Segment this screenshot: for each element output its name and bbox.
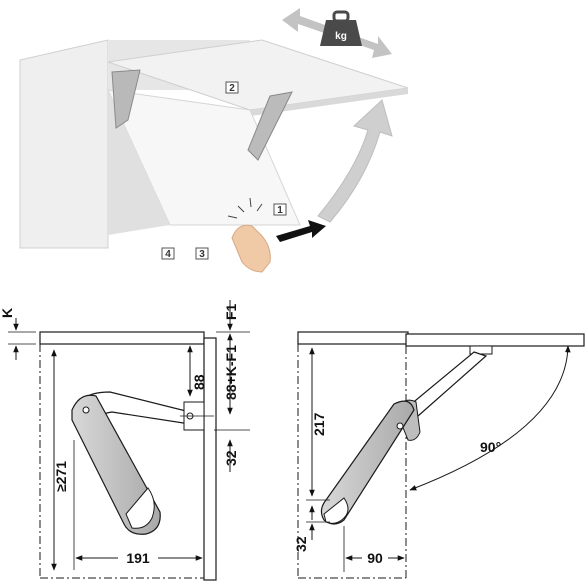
right-dimension-drawing bbox=[297, 331, 585, 579]
dim-217: 217 bbox=[311, 412, 327, 436]
dim-90: 90 bbox=[367, 550, 383, 566]
left-hinge bbox=[111, 69, 141, 129]
cabinet-top-panel bbox=[39, 331, 205, 345]
left-dimension-drawing bbox=[8, 300, 250, 581]
callout-3: 3 bbox=[199, 249, 205, 260]
dim-angle-90: 90° bbox=[480, 439, 501, 455]
callout-1: 1 bbox=[277, 205, 283, 216]
dim-88: 88 bbox=[191, 374, 207, 390]
hinge-body-right bbox=[320, 400, 415, 525]
dim-k: K bbox=[0, 308, 15, 318]
flap-edge bbox=[250, 88, 408, 116]
cabinet-inner-side bbox=[108, 90, 170, 235]
flap-panel bbox=[203, 337, 217, 581]
open-flap-panel bbox=[405, 333, 585, 347]
weight-icon bbox=[320, 20, 362, 46]
right-hinge bbox=[247, 91, 293, 161]
touch-marks bbox=[227, 197, 263, 219]
dim-88-k-f1: 88+K-F1 bbox=[223, 345, 239, 400]
dim-271: ≥271 bbox=[53, 461, 69, 492]
callout-4: 4 bbox=[165, 249, 171, 260]
left-dimension-labels: K F1 88 88+K-F1 32 ≥271 191 bbox=[0, 303, 239, 566]
callout-2: 2 bbox=[229, 83, 235, 94]
cabinet-side bbox=[19, 39, 109, 249]
cabinet-illustration: 2 kg 1 4 3 bbox=[19, 8, 409, 273]
open-direction-arrow bbox=[317, 99, 393, 223]
weight-label: kg bbox=[335, 31, 347, 42]
push-arrow bbox=[276, 220, 326, 242]
dim-32-left: 32 bbox=[223, 450, 239, 466]
right-dimension-labels: 217 90° 32 90 bbox=[293, 412, 501, 566]
dim-32-right: 32 bbox=[293, 536, 309, 552]
hand-illustration bbox=[231, 224, 271, 273]
cabinet-top-panel-right bbox=[297, 331, 409, 345]
dim-191: 191 bbox=[126, 550, 150, 566]
dim-f1: F1 bbox=[223, 303, 239, 320]
